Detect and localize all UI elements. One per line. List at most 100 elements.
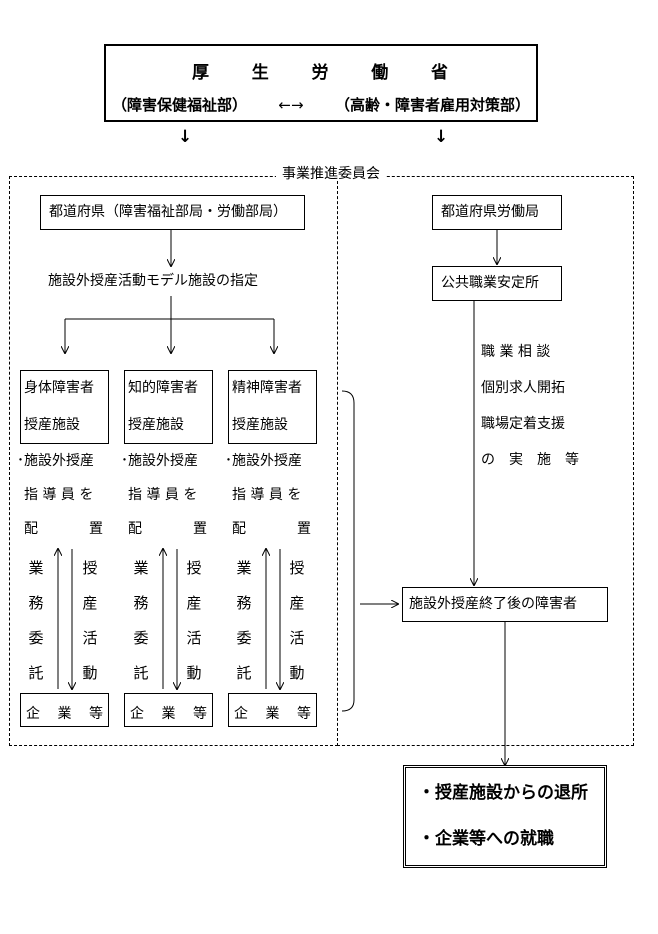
vertical-char: 産 bbox=[82, 594, 98, 612]
company-box-1: 企 業 等 bbox=[20, 693, 109, 727]
company-char: 等 bbox=[193, 706, 207, 722]
prefecture-box: 都道府県（障害福祉部局・労働部局） bbox=[40, 195, 305, 230]
facility-note: 指 導 員 を bbox=[128, 487, 198, 503]
company-box-2: 企 業 等 bbox=[124, 693, 213, 727]
arrow-down-left: ↓ bbox=[178, 127, 193, 147]
vertical-char: 授 bbox=[289, 559, 305, 577]
committee-region-left bbox=[9, 176, 338, 746]
vertical-char: 授 bbox=[82, 559, 98, 577]
vertical-char: 授 bbox=[186, 559, 202, 577]
facility-line1: 身体障害者 bbox=[24, 380, 94, 396]
vertical-char: 産 bbox=[289, 594, 305, 612]
company-label: 企 業 等 bbox=[26, 703, 103, 723]
vertical-label-left: 業 務 委 託 bbox=[133, 561, 149, 681]
facility-line2: 授産施設 bbox=[128, 417, 184, 433]
facility-note: ･施設外授産 bbox=[121, 453, 198, 469]
facility-note: 指 導 員 を bbox=[24, 487, 94, 503]
vertical-char: 業 bbox=[28, 559, 44, 577]
vertical-char: 委 bbox=[28, 629, 44, 647]
ministry-title-char: 労 bbox=[311, 63, 329, 83]
facility-place: 置 bbox=[89, 521, 103, 537]
outcome-item: ・授産施設からの退所 bbox=[418, 783, 588, 803]
facility-box-1: 身体障害者 授産施設 bbox=[20, 370, 109, 444]
designation-label: 施設外授産活動モデル施設の指定 bbox=[48, 273, 258, 289]
facility-line2: 授産施設 bbox=[24, 417, 80, 433]
link-symbol: ←→ bbox=[278, 95, 304, 114]
company-char: 業 bbox=[57, 706, 72, 722]
after-training-label: 施設外授産終了後の障害者 bbox=[409, 596, 577, 612]
after-training-box: 施設外授産終了後の障害者 bbox=[402, 587, 608, 622]
vertical-char: 業 bbox=[133, 559, 149, 577]
employment-office-label: 公共職業安定所 bbox=[441, 275, 539, 291]
company-label: 企 業 等 bbox=[234, 703, 311, 723]
facility-place: 配 bbox=[24, 521, 38, 537]
company-box-3: 企 業 等 bbox=[228, 693, 317, 727]
ministry-title: 厚 生 労 働 省 bbox=[192, 58, 448, 83]
vertical-char: 務 bbox=[236, 594, 252, 612]
ministry-box: 厚 生 労 働 省 （障害保健福祉部） ←→ （高齢・障害者雇用対策部） bbox=[104, 44, 538, 122]
bracket bbox=[341, 390, 355, 712]
ministry-title-char: 生 bbox=[251, 63, 269, 83]
facility-place: 配 bbox=[128, 521, 142, 537]
labour-bureau-label: 都道府県労働局 bbox=[441, 204, 539, 220]
vertical-char: 活 bbox=[289, 629, 305, 647]
vertical-char: 務 bbox=[133, 594, 149, 612]
left-dept: （障害保健福祉部） bbox=[112, 96, 248, 114]
vertical-char: 託 bbox=[28, 664, 44, 682]
vertical-char: 産 bbox=[186, 594, 202, 612]
vertical-char: 務 bbox=[28, 594, 44, 612]
facility-line1: 精神障害者 bbox=[232, 380, 302, 396]
vertical-char: 委 bbox=[236, 629, 252, 647]
vertical-label-right: 授 産 活 動 bbox=[289, 561, 305, 681]
facility-box-2: 知的障害者 授産施設 bbox=[124, 370, 213, 444]
facility-line1: 知的障害者 bbox=[128, 380, 198, 396]
vertical-char: 活 bbox=[186, 629, 202, 647]
ministry-title-char: 働 bbox=[371, 63, 389, 83]
vertical-label-left: 業 務 委 託 bbox=[236, 561, 252, 681]
vertical-char: 動 bbox=[186, 664, 202, 682]
company-char: 業 bbox=[265, 706, 280, 722]
facility-note: ･施設外授産 bbox=[17, 453, 94, 469]
prefecture-label: 都道府県（障害福祉部局・労働部局） bbox=[49, 204, 287, 220]
service-item: 個別求人開拓 bbox=[481, 380, 565, 396]
service-item: 職場定着支援 bbox=[481, 416, 565, 432]
arrow-down-right: ↓ bbox=[434, 127, 449, 147]
vertical-char: 託 bbox=[133, 664, 149, 682]
committee-region-right bbox=[337, 176, 634, 746]
right-dept: （高齢・障害者雇用対策部） bbox=[334, 96, 530, 114]
company-label: 企 業 等 bbox=[130, 703, 207, 723]
facility-place: 置 bbox=[297, 521, 311, 537]
employment-office-box: 公共職業安定所 bbox=[432, 266, 562, 301]
vertical-label-left: 業 務 委 託 bbox=[28, 561, 44, 681]
company-char: 企 bbox=[130, 706, 144, 722]
vertical-char: 委 bbox=[133, 629, 149, 647]
vertical-char: 託 bbox=[236, 664, 252, 682]
vertical-label-right: 授 産 活 動 bbox=[82, 561, 98, 681]
service-item: 職 業 相 談 bbox=[481, 344, 551, 360]
facility-place: 置 bbox=[193, 521, 207, 537]
ministry-departments: （障害保健福祉部） ←→ （高齢・障害者雇用対策部） bbox=[112, 94, 530, 115]
outcome-box: ・授産施設からの退所 ・企業等への就職 bbox=[403, 765, 607, 868]
vertical-char: 業 bbox=[236, 559, 252, 577]
committee-label: 事業推進委員会 bbox=[276, 167, 386, 181]
vertical-char: 活 bbox=[82, 629, 98, 647]
company-char: 業 bbox=[161, 706, 176, 722]
company-char: 等 bbox=[89, 706, 103, 722]
ministry-title-char: 省 bbox=[431, 63, 448, 83]
company-char: 等 bbox=[297, 706, 311, 722]
company-char: 企 bbox=[26, 706, 40, 722]
facility-note: 指 導 員 を bbox=[232, 487, 302, 503]
service-item: の 実 施 等 bbox=[481, 452, 579, 468]
vertical-label-right: 授 産 活 動 bbox=[186, 561, 202, 681]
facility-note: ･施設外授産 bbox=[225, 453, 302, 469]
outcome-item: ・企業等への就職 bbox=[418, 829, 554, 849]
vertical-char: 動 bbox=[82, 664, 98, 682]
company-char: 企 bbox=[234, 706, 248, 722]
ministry-title-char: 厚 bbox=[192, 63, 209, 83]
labour-bureau-box: 都道府県労働局 bbox=[432, 195, 562, 230]
facility-line2: 授産施設 bbox=[232, 417, 288, 433]
facility-box-3: 精神障害者 授産施設 bbox=[228, 370, 317, 444]
vertical-char: 動 bbox=[289, 664, 305, 682]
facility-place: 配 bbox=[232, 521, 246, 537]
